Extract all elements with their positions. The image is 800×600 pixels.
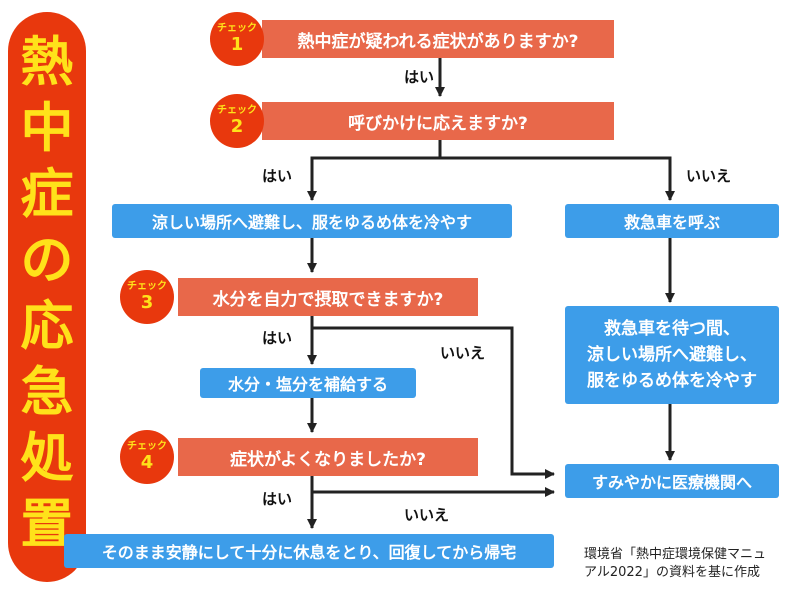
check1-badge: チェック 1: [210, 12, 264, 66]
check4-no-label: いいえ: [404, 506, 450, 524]
page-title: 熱 中 症 の 応 急 処 置: [20, 32, 74, 555]
check4-yes-label: はい: [262, 490, 293, 508]
check1-question: 熱中症が疑われる症状がありますか?: [262, 20, 614, 58]
check3-yes-label: はい: [262, 329, 293, 347]
check4-question: 症状がよくなりましたか?: [178, 438, 478, 476]
arrow-check3-to-hospital: [312, 326, 555, 479]
check2-no-label: いいえ: [686, 167, 732, 185]
title-banner: 熱 中 症 の 応 急 処 置: [8, 12, 86, 582]
cool-down-box: 涼しい場所へ避難し、服をゆるめ体を冷やす: [112, 204, 512, 238]
check4-badge: チェック 4: [120, 430, 174, 484]
wait-for-ambulance-box: 救急車を待つ間、 涼しい場所へ避難し、 服をゆるめ体を冷やす: [565, 306, 779, 404]
check2-badge: チェック 2: [210, 94, 264, 148]
rest-and-recover-box: そのまま安静にして十分に休息をとり、回復してから帰宅: [64, 534, 554, 568]
hydrate-box: 水分・塩分を補給する: [200, 368, 416, 398]
check2-yes-label: はい: [262, 167, 293, 185]
arrow-check2-branch: [307, 140, 442, 201]
check2-question: 呼びかけに応えますか?: [262, 102, 614, 140]
call-ambulance-box: 救急車を呼ぶ: [565, 204, 779, 238]
check3-no-label: いいえ: [440, 344, 486, 362]
arrow-check2-to-ambulance: [440, 156, 675, 201]
check3-question: 水分を自力で摂取できますか?: [178, 278, 478, 316]
go-to-hospital-box: すみやかに医療機関へ: [565, 464, 779, 498]
source-credit: 環境省「熱中症環境保健マニュ アル2022」の資料を基に作成: [584, 547, 767, 580]
check1-yes-label: はい: [404, 68, 435, 86]
check3-badge: チェック 3: [120, 270, 174, 324]
